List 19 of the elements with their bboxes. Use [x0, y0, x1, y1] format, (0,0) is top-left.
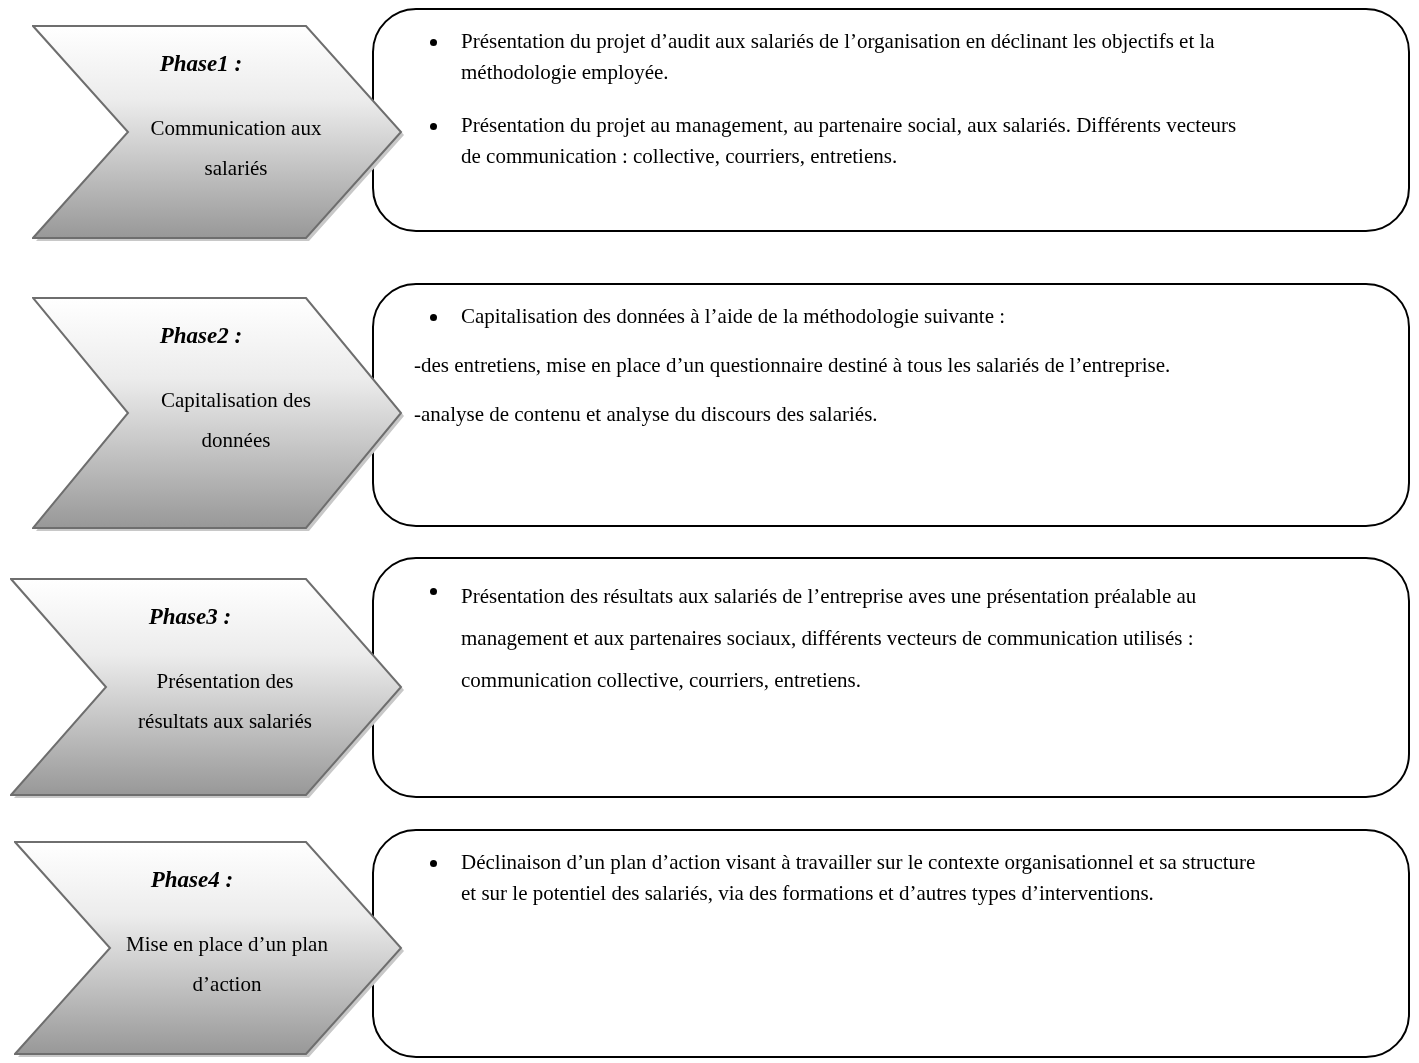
description-text: -analyse de contenu et analyse du discours des salariés.	[414, 402, 878, 426]
bullet-text: Déclinaison d’un plan d’action visant à travailler sur le contexte organisationnel et sa structure et sur le potentiel des salariés, via des formations et d’autres types d’interventions.	[461, 849, 1257, 907]
bullet-text: Capitalisation des données à l’aide de la méthodologie suivante :	[461, 303, 1006, 330]
description-text: -des entretiens, mise en place d’un questionnaire destiné à tous les salariés de l’entreprise.	[414, 353, 1171, 377]
phase-heading: Phase3 :	[148, 603, 232, 631]
phase-heading: Phase2 :	[159, 322, 243, 350]
phase-description: Mise en place d’un plan d’action	[125, 930, 329, 998]
rounded-text-box	[372, 283, 1410, 527]
phase-heading: Phase1 :	[159, 50, 243, 78]
bullet-text: Présentation du projet d’audit aux salariés de l’organisation en déclinant les objectifs et la méthodologie employée.	[461, 28, 1216, 86]
rounded-text-box	[372, 8, 1410, 232]
phase-description: Capitalisation des données	[160, 386, 312, 454]
rounded-text-box	[372, 829, 1410, 1058]
bullet-text: Présentation du projet au management, au partenaire social, aux salariés. Différents vecteurs de communication : collective, courriers, entretiens.	[461, 112, 1238, 170]
bullet-text: Présentation des résultats aux salariés de l’entreprise aves une présentation préalable au management et aux partenaires sociaux, différents vecteurs de communication utilisés : communication collective, courriers, entretiens.	[461, 583, 1198, 694]
rounded-text-box	[372, 557, 1410, 798]
phase-heading: Phase4 :	[150, 866, 234, 894]
phase-description: Communication aux salariés	[149, 114, 323, 182]
phase-description: Présentation des résultats aux salariés	[137, 667, 313, 735]
